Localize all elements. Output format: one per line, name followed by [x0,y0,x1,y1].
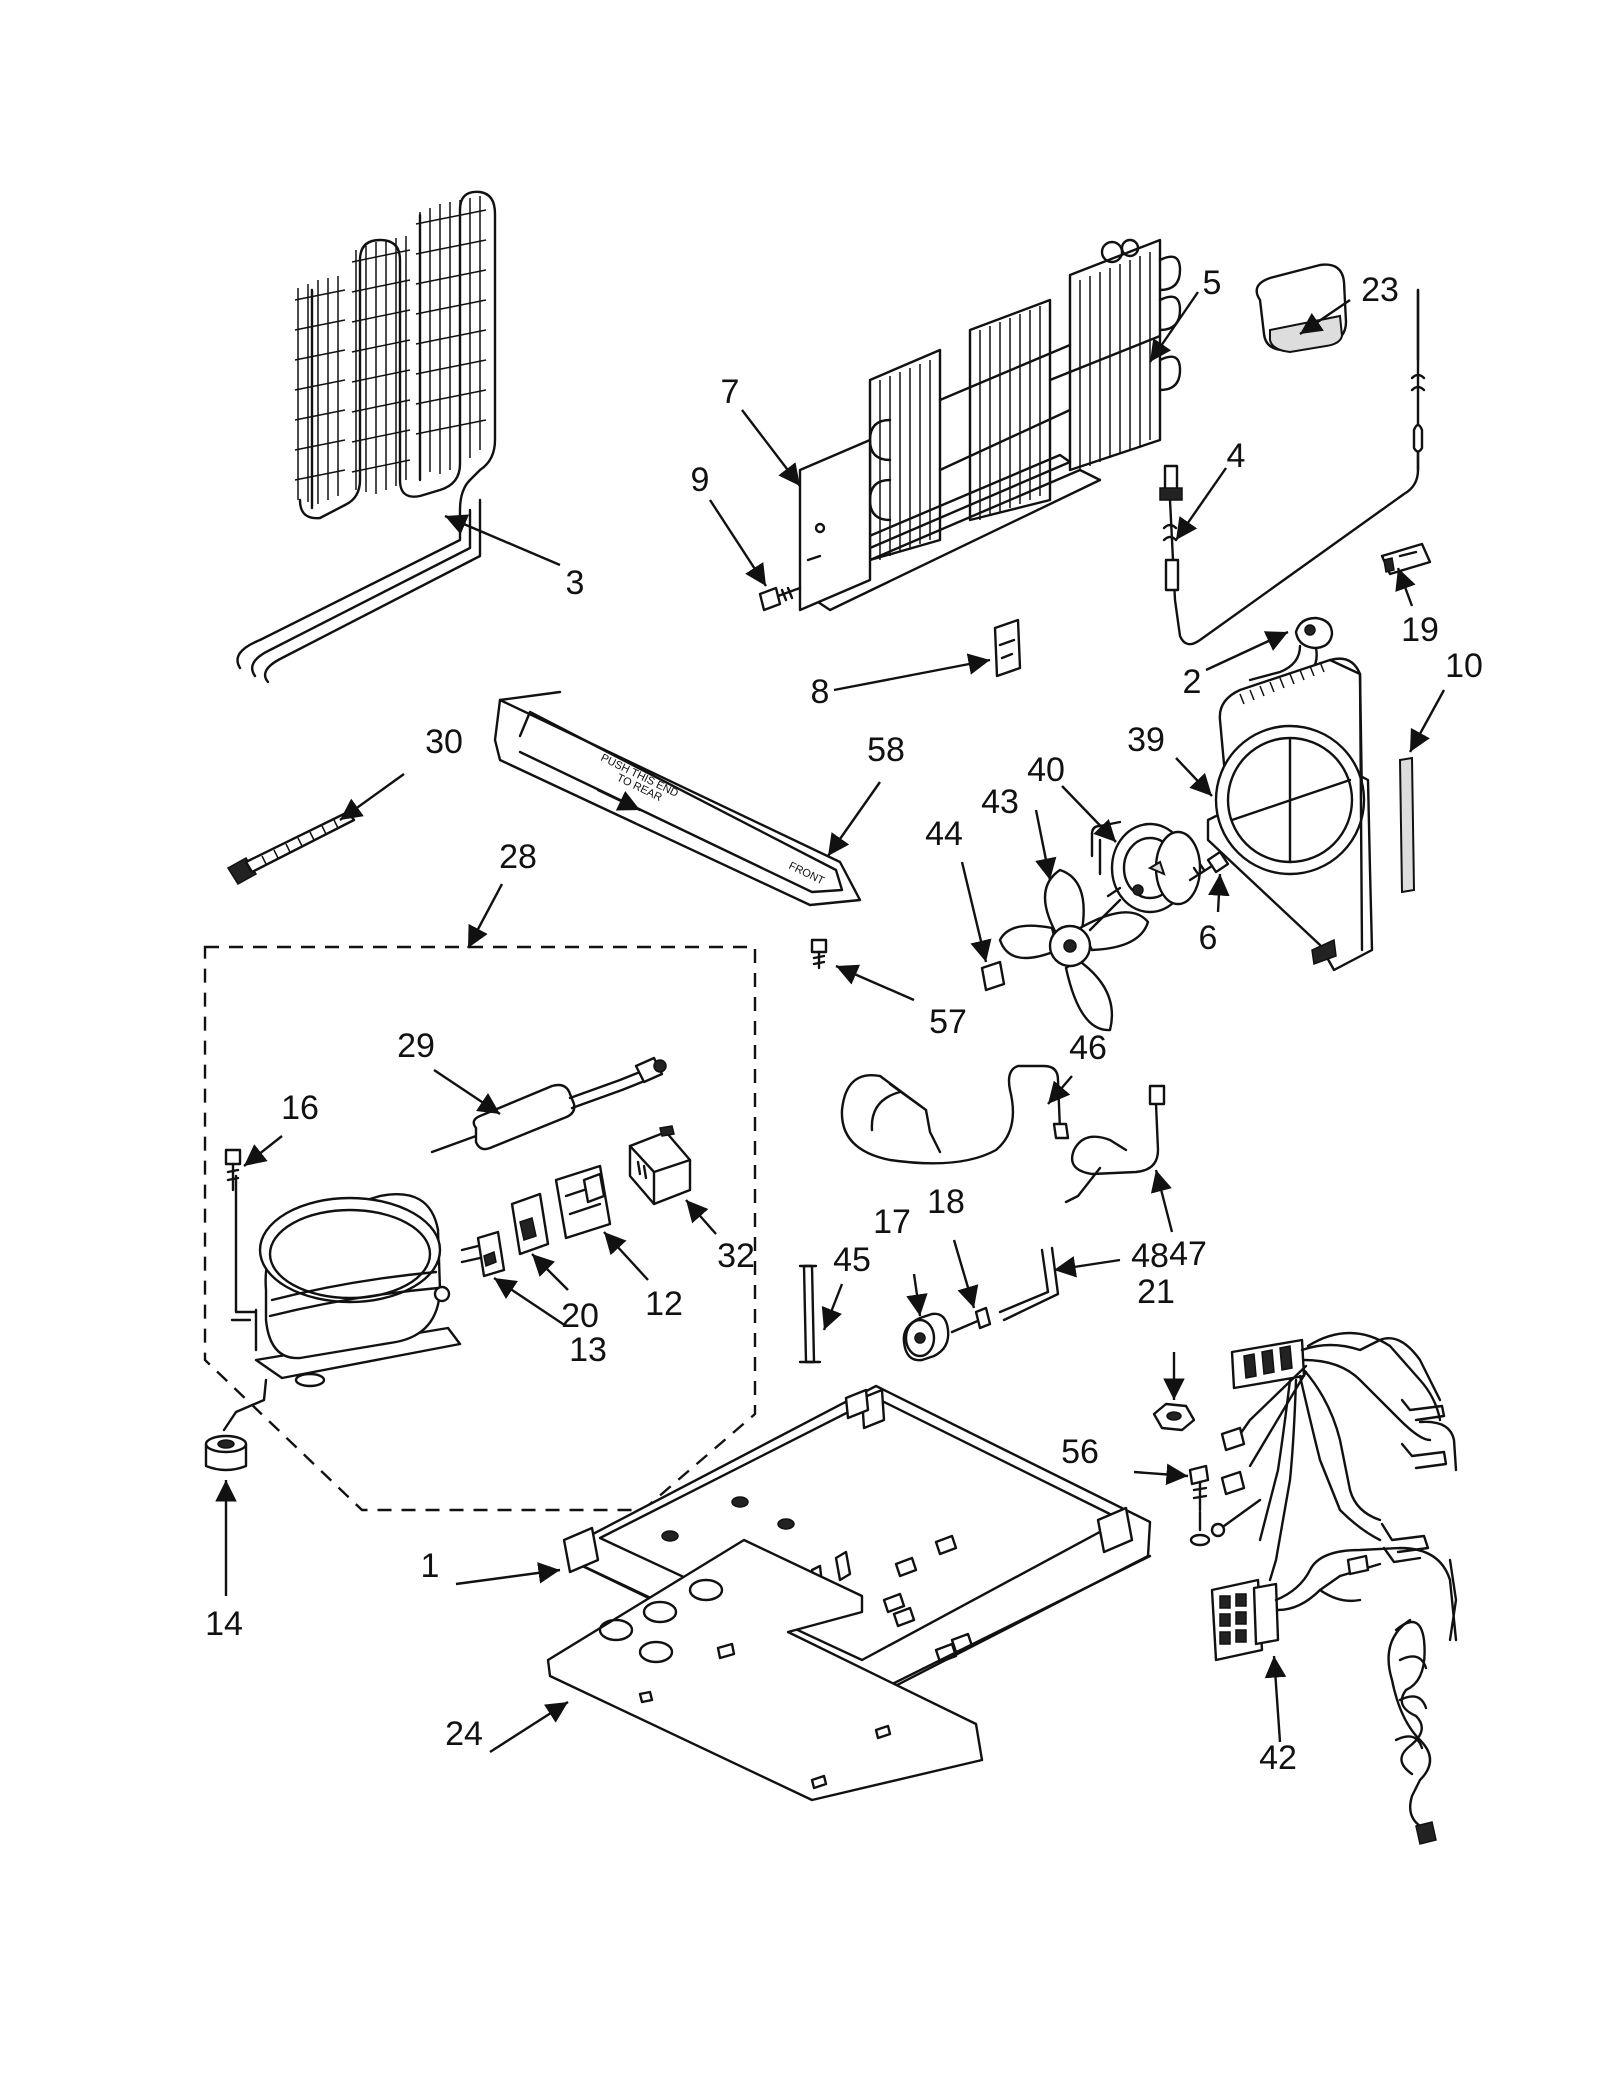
part-label-43: 43 [981,783,1019,821]
wiring-harness-42 [1210,1331,1458,1845]
fan-motor-40 [1090,820,1202,914]
part-label-47: 47 [1169,1235,1207,1273]
part-label-13: 13 [569,1331,607,1369]
part-label-44: 44 [925,815,963,853]
start-device-12 [554,1164,612,1240]
part-label-1: 1 [421,1547,440,1585]
fan-blade-43 [998,868,1150,1032]
wheel-17 [902,1312,950,1362]
screw-56 [1188,1464,1211,1547]
fan-shroud-39 [1206,657,1374,972]
part-label-40: 40 [1027,751,1065,789]
part-label-9: 9 [691,461,710,499]
tube-47 [1064,1084,1166,1204]
nut-21 [1152,1402,1196,1432]
part-label-17: 17 [873,1203,911,1241]
condenser-coil [236,190,497,684]
part-label-16: 16 [281,1089,319,1127]
relay-13 [460,1230,506,1278]
leader-lines [215,291,1446,1754]
part-label-5: 5 [1203,264,1222,302]
screw-6 [1188,850,1230,882]
grommet-14 [204,1434,248,1472]
clip-19 [1380,542,1432,576]
part-label-57: 57 [929,1003,967,1041]
compressor [222,1174,462,1432]
part-label-8: 8 [811,673,830,711]
overload-20 [510,1192,550,1256]
screw-57 [810,938,828,970]
insulation-board-24 [546,1538,984,1802]
part-label-58: 58 [867,731,905,769]
part-label-3: 3 [566,564,585,602]
screw-16 [224,1148,242,1192]
part-label-6: 6 [1199,919,1218,957]
rod-45 [798,1264,822,1364]
capacitor-32 [628,1125,692,1206]
part-label-39: 39 [1127,721,1165,759]
part-label-30: 30 [425,723,463,761]
part-label-24: 24 [445,1715,483,1753]
part-label-14: 14 [205,1605,243,1643]
gasket-strip-10 [1398,756,1416,894]
part-label-19: 19 [1401,611,1439,649]
clip-44 [980,960,1006,992]
part-label-29: 29 [397,1027,435,1065]
tube-48 [998,1246,1060,1322]
part-labels: 3 5 7 9 23 4 19 10 8 2 30 58 39 40 43 44… [205,264,1483,1777]
part-label-56: 56 [1061,1433,1099,1471]
part-label-48: 48 [1131,1237,1169,1275]
cable-tie-30 [226,810,356,886]
clip-8 [993,618,1022,678]
thermostat-2 [1248,616,1334,694]
drain-tray-58: PUSH THIS END TO REAR FRONT [493,690,862,907]
axle-18 [950,1306,992,1334]
part-label-46: 46 [1069,1029,1107,1067]
drain-tube-46 [840,1064,1070,1165]
part-label-10: 10 [1445,647,1483,685]
part-label-20: 20 [561,1297,599,1335]
part-label-32: 32 [717,1237,755,1275]
part-label-7: 7 [721,373,740,411]
defrost-thermistor-4 [1159,288,1426,646]
part-label-2: 2 [1183,663,1202,701]
part-label-4: 4 [1227,437,1246,475]
part-label-12: 12 [645,1285,683,1323]
part-label-21: 21 [1137,1273,1175,1311]
evaporator-bracket [798,438,872,612]
part-label-42: 42 [1259,1739,1297,1777]
part-label-18: 18 [927,1183,965,1221]
cover-23 [1255,263,1348,354]
part-label-45: 45 [833,1241,871,1279]
screw-9 [758,586,802,612]
filter-drier-29 [430,1056,667,1154]
part-label-23: 23 [1361,271,1399,309]
part-label-28: 28 [499,838,537,876]
